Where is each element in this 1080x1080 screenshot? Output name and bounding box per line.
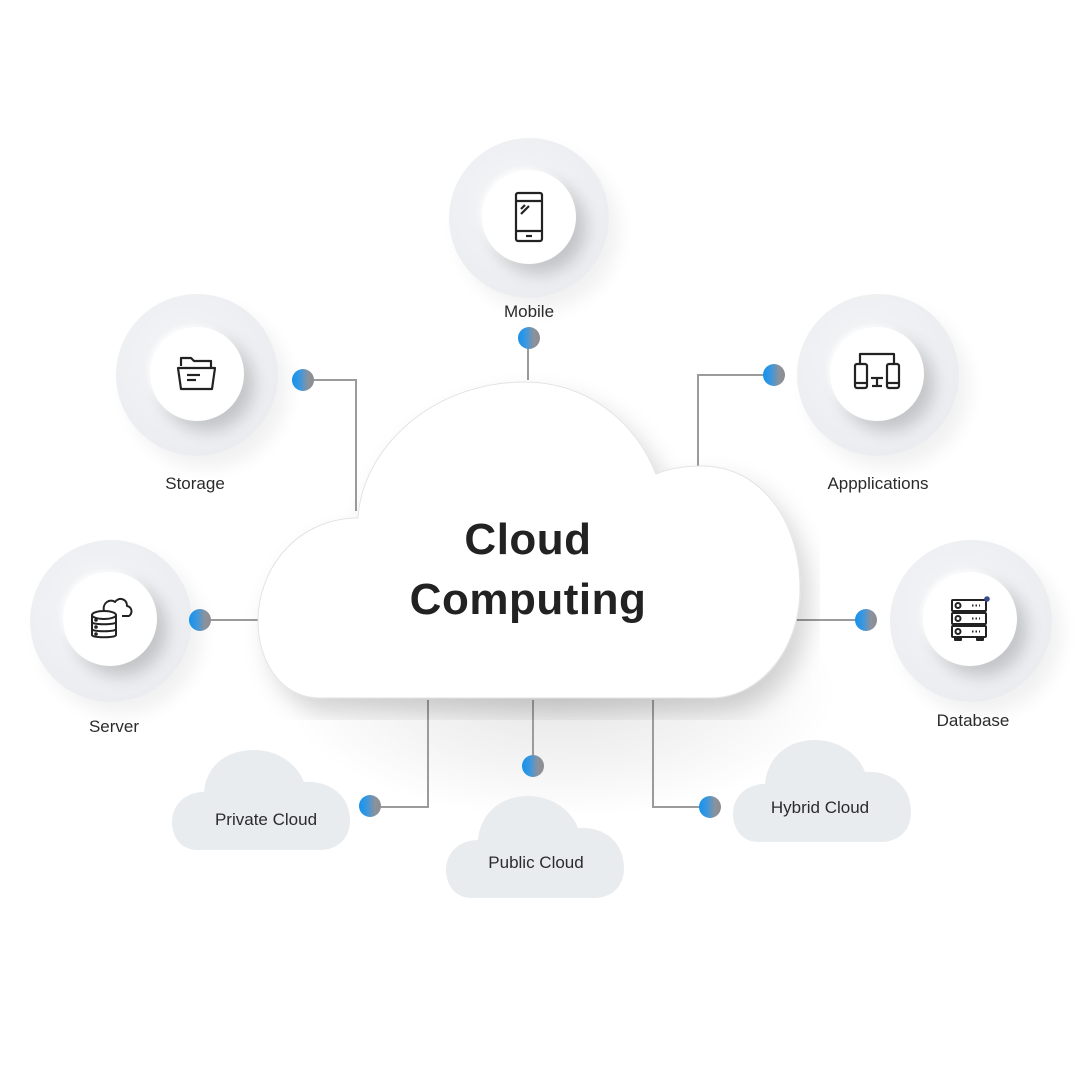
private-cloud-shape[interactable] — [170, 746, 352, 856]
connector-private-v — [427, 700, 429, 808]
title-line-1: Cloud — [464, 515, 592, 564]
connector-hybrid-v — [652, 700, 654, 808]
storage-node[interactable] — [150, 327, 244, 421]
server-rack-icon — [951, 596, 990, 641]
server-connector-dot — [189, 609, 211, 631]
connector-server — [210, 619, 260, 621]
hybrid-cloud-shape[interactable] — [731, 736, 913, 846]
connector-private-h — [380, 806, 429, 808]
connector-applications-h — [698, 374, 764, 376]
private-cloud-connector-dot — [359, 795, 381, 817]
connector-mobile — [527, 348, 529, 380]
server-label: Server — [88, 717, 140, 736]
connector-hybrid-h — [652, 806, 700, 808]
storage-connector-dot — [292, 369, 314, 391]
connector-applications-v — [697, 374, 699, 470]
folder-icon — [176, 356, 217, 391]
connector-storage-v — [355, 379, 357, 511]
smartphone-icon — [514, 191, 544, 243]
connector-database — [796, 619, 856, 621]
private-cloud-label: Private Cloud — [214, 810, 318, 829]
applications-node[interactable] — [830, 327, 924, 421]
mobile-label: Mobile — [503, 302, 555, 321]
connector-public — [532, 700, 534, 758]
mobile-node[interactable] — [482, 170, 576, 264]
applications-connector-dot — [763, 364, 785, 386]
storage-label: Storage — [165, 474, 225, 493]
title-line-2: Computing — [409, 575, 647, 624]
public-cloud-label: Public Cloud — [488, 853, 584, 872]
database-node[interactable] — [923, 572, 1017, 666]
cloud-server-icon — [91, 597, 133, 639]
applications-label: Appplications — [827, 474, 929, 493]
public-cloud-connector-dot — [522, 755, 544, 777]
diagram-title: Cloud Computing — [410, 510, 647, 630]
database-connector-dot — [855, 609, 877, 631]
server-node[interactable] — [63, 572, 157, 666]
mobile-connector-dot — [518, 327, 540, 349]
main-cloud — [257, 381, 801, 699]
multi-device-icon — [853, 352, 901, 390]
public-cloud-shape[interactable] — [444, 792, 626, 902]
database-label: Database — [936, 711, 1010, 730]
hybrid-cloud-connector-dot — [699, 796, 721, 818]
hybrid-cloud-label: Hybrid Cloud — [770, 798, 870, 817]
connector-storage-h — [314, 379, 357, 381]
